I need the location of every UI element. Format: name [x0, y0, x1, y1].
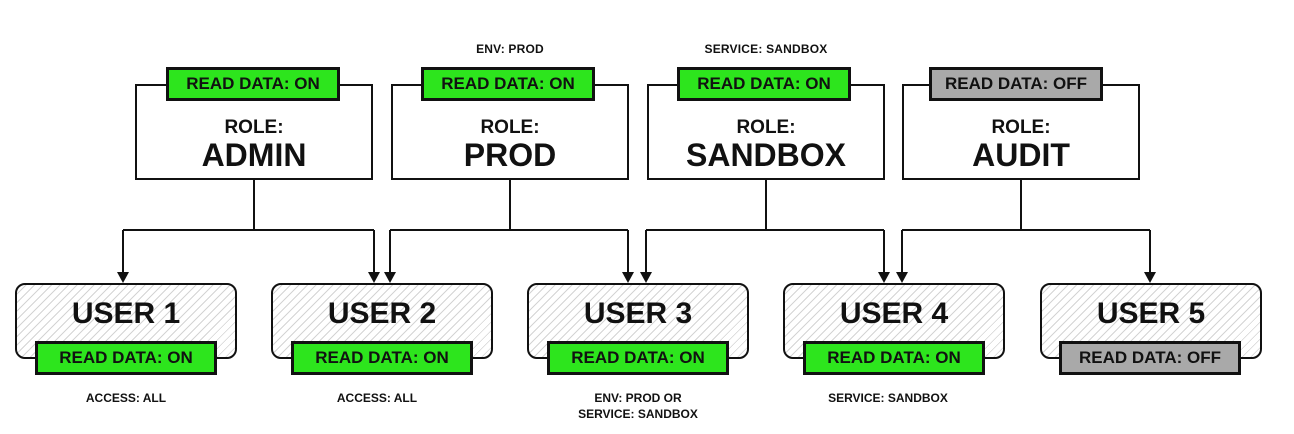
role-name: AUDIT [972, 137, 1070, 173]
role-badge-admin: READ DATA: ON [166, 67, 340, 101]
role-scope-sandbox: SERVICE: SANDBOX [704, 42, 828, 56]
edge-admin [122, 180, 375, 274]
role-label: ROLE: [480, 117, 540, 138]
user-badge-2: READ DATA: ON [291, 341, 473, 375]
role-name: PROD [463, 137, 557, 173]
role-name: ADMIN [201, 137, 307, 173]
note-line: ACCESS: ALL [336, 391, 418, 405]
note-line: ACCESS: ALL [85, 391, 167, 405]
user-note-4: SERVICE: SANDBOX [778, 390, 998, 406]
arrowhead [878, 272, 890, 283]
user-note-3: ENV: PROD OR SERVICE: SANDBOX [528, 390, 748, 422]
user-note-2: ACCESS: ALL [267, 390, 487, 406]
user-name: USER 1 [71, 297, 181, 330]
arrowhead [896, 272, 908, 283]
arrowhead [640, 272, 652, 283]
arrowhead [117, 272, 129, 283]
user-name: USER 2 [327, 297, 437, 330]
edge-prod [389, 180, 629, 274]
role-badge-prod: READ DATA: ON [421, 67, 595, 101]
role-audit: ROLE: AUDIT [902, 84, 1140, 180]
arrowhead [384, 272, 396, 283]
note-line: SERVICE: SANDBOX [828, 391, 948, 405]
role-label: ROLE: [224, 117, 284, 138]
role-badge-sandbox: READ DATA: ON [677, 67, 851, 101]
user-badge-1: READ DATA: ON [35, 341, 217, 375]
user-name: USER 5 [1096, 297, 1206, 330]
arrowhead [368, 272, 380, 283]
arrowhead [1144, 272, 1156, 283]
user-badge-5: READ DATA: OFF [1059, 341, 1241, 375]
edge-sandbox [645, 180, 885, 274]
user-badge-4: READ DATA: ON [803, 341, 985, 375]
note-line: ENV: PROD OR [594, 391, 682, 405]
user-note-1: ACCESS: ALL [16, 390, 236, 406]
role-badge-audit: READ DATA: OFF [929, 67, 1103, 101]
role-scope-prod: ENV: PROD [476, 42, 544, 56]
user-badge-3: READ DATA: ON [547, 341, 729, 375]
user-name: USER 3 [583, 297, 693, 330]
role-label: ROLE: [991, 117, 1051, 138]
arrowhead [622, 272, 634, 283]
edge-audit [901, 180, 1151, 274]
note-line: SERVICE: SANDBOX [578, 407, 698, 421]
role-name: SANDBOX [685, 137, 846, 173]
role-label: ROLE: [736, 117, 796, 138]
user-name: USER 4 [839, 297, 949, 330]
